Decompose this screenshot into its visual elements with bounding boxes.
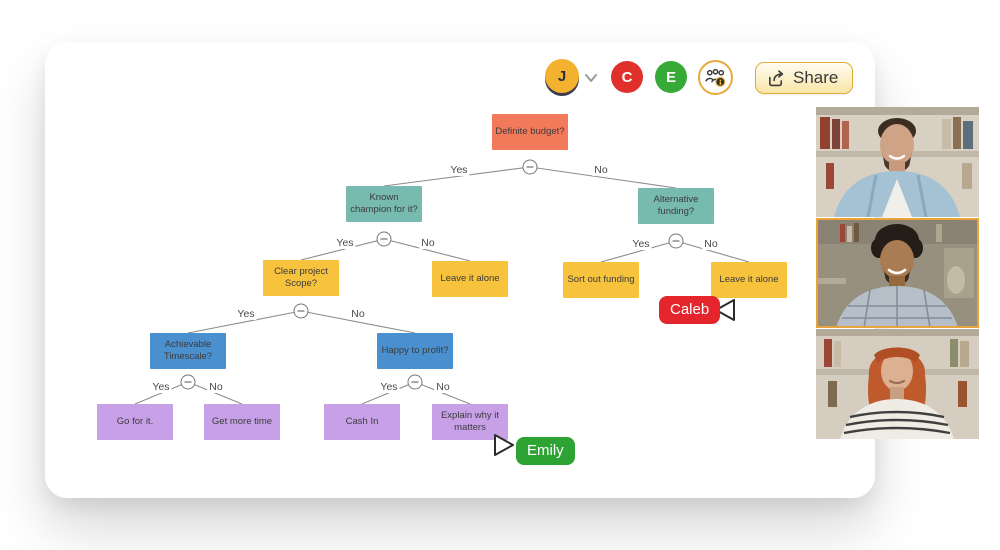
tree-node-definite-budget[interactable]: Definite budget?	[492, 114, 568, 150]
tree-node-leave-it-alone-right[interactable]: Leave it alone	[711, 262, 787, 298]
tree-node-happy-to-profit[interactable]: Happy to profit?	[377, 333, 453, 369]
edge-label: No	[702, 238, 720, 250]
remote-cursor-caleb-label: Caleb	[659, 296, 721, 324]
edge-label: Yes	[630, 238, 652, 250]
share-button-label: Share	[793, 68, 839, 87]
edge-label: No	[592, 164, 610, 176]
edge-label: No	[349, 308, 367, 320]
tree-node-known-champion[interactable]: Known champion for it?	[346, 186, 422, 222]
avatar-current-user[interactable]: J	[545, 59, 579, 93]
participant-1-video	[816, 107, 979, 217]
edge-label: Yes	[150, 381, 172, 393]
tree-node-leave-it-alone-left[interactable]: Leave it alone	[432, 261, 508, 297]
remote-cursor-caleb-icon	[715, 299, 735, 321]
tree-node-go-for-it[interactable]: Go for it.	[97, 404, 173, 440]
tree-node-alternative-funding[interactable]: Alternative funding?	[638, 188, 714, 224]
collapse-icon[interactable]	[407, 374, 423, 390]
video-call-strip	[816, 107, 979, 440]
tree-node-explain-why-it-matters[interactable]: Explain why it matters	[432, 404, 508, 440]
share-icon	[769, 69, 784, 86]
avatar-emily[interactable]: E	[655, 61, 687, 93]
tree-node-clear-project-scope[interactable]: Clear project Scope?	[263, 260, 339, 296]
collapse-icon[interactable]	[522, 159, 538, 175]
share-button[interactable]: Share	[755, 62, 854, 94]
people-info-icon	[705, 68, 726, 87]
participant-3-video	[816, 329, 979, 439]
collaborators-button[interactable]	[698, 60, 733, 95]
collapse-icon[interactable]	[180, 374, 196, 390]
tree-node-sort-out-funding[interactable]: Sort out funding	[563, 262, 639, 298]
remote-cursor-emily-icon	[494, 434, 514, 456]
tree-node-get-more-time[interactable]: Get more time	[204, 404, 280, 440]
collapse-icon[interactable]	[293, 303, 309, 319]
edge-label: Yes	[235, 308, 257, 320]
video-tile-participant-3[interactable]	[816, 329, 979, 439]
video-tile-participant-2[interactable]	[816, 218, 979, 328]
tree-node-cash-in[interactable]: Cash In	[324, 404, 400, 440]
edge-label: Yes	[448, 164, 470, 176]
collapse-icon[interactable]	[668, 233, 684, 249]
chevron-down-icon[interactable]	[583, 70, 599, 86]
tree-node-achievable-timescale[interactable]: Achievable Timescale?	[150, 333, 226, 369]
edge-label: Yes	[334, 237, 356, 249]
edge-label: No	[434, 381, 452, 393]
edge-label: No	[207, 381, 225, 393]
remote-cursor-emily-label: Emily	[516, 437, 575, 465]
edge-label: No	[419, 237, 437, 249]
collapse-icon[interactable]	[376, 231, 392, 247]
edge-label: Yes	[378, 381, 400, 393]
participant-2-video	[816, 218, 979, 328]
avatar-caleb[interactable]: C	[611, 61, 643, 93]
video-tile-participant-1[interactable]	[816, 107, 979, 217]
